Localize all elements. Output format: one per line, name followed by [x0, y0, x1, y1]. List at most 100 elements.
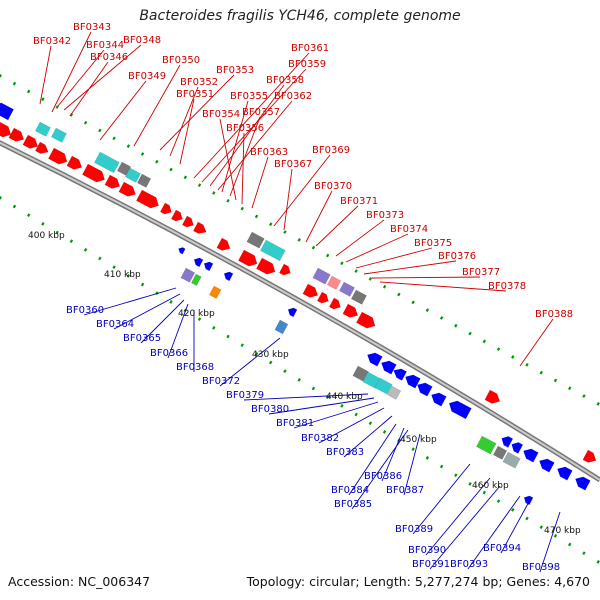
- reverse-gene-label[interactable]: BF0384: [331, 485, 369, 496]
- forward-gene-label[interactable]: BF0369: [312, 145, 350, 156]
- forward-gene-label[interactable]: BF0356: [226, 123, 264, 134]
- reverse-gene-label[interactable]: BF0360: [66, 305, 104, 316]
- forward-gene-label[interactable]: BF0378: [488, 281, 526, 292]
- inner-tick: [582, 551, 586, 556]
- reverse-gene-label[interactable]: BF0389: [395, 524, 433, 535]
- forward-gene-label[interactable]: BF0376: [438, 251, 476, 262]
- outer-tick: [568, 386, 572, 391]
- gene-arrow: [501, 436, 514, 448]
- reverse-gene-label[interactable]: BF0366: [150, 348, 188, 359]
- gene-arrow: [48, 147, 68, 165]
- outer-tick: [596, 402, 600, 406]
- reverse-gene-label[interactable]: BF0391: [412, 559, 450, 570]
- genome-summary: Topology: circular; Length: 5,277,274 bp…: [246, 574, 590, 589]
- forward-gene-label[interactable]: BF0373: [366, 210, 404, 221]
- inner-tick: [311, 386, 316, 391]
- outer-tick: [283, 230, 287, 234]
- outer-tick: [240, 206, 244, 211]
- outer-tick: [454, 323, 458, 328]
- tick-label: 420 kbp: [178, 309, 215, 319]
- gene-arrow: [22, 134, 39, 149]
- forward-gene-label[interactable]: BF0351: [176, 89, 214, 100]
- inner-tick: [226, 334, 230, 339]
- forward-gene-label[interactable]: BF0370: [314, 181, 352, 192]
- forward-gene-label[interactable]: BF0344: [86, 40, 124, 51]
- forward-gene-label[interactable]: BF0362: [274, 91, 312, 102]
- tick-marks: [0, 74, 600, 564]
- reverse-gene-label[interactable]: BF0383: [326, 447, 364, 458]
- reverse-gene-label[interactable]: BF0380: [251, 404, 289, 415]
- outer-tick: [411, 300, 415, 305]
- inner-tick: [425, 456, 430, 460]
- gene-arrow: [278, 263, 291, 276]
- gene-arrow: [386, 385, 402, 400]
- reverse-gene-label[interactable]: BF0393: [450, 559, 488, 570]
- forward-gene-label[interactable]: BF0375: [414, 238, 452, 249]
- reverse-gene-label[interactable]: BF0368: [176, 362, 214, 373]
- reverse-gene-label[interactable]: BF0398: [522, 562, 560, 573]
- inner-tick: [340, 404, 344, 408]
- gene-arrow: [484, 389, 501, 404]
- forward-gene-leader-line: [221, 100, 249, 193]
- reverse-gene-label[interactable]: BF0394: [483, 543, 521, 554]
- forward-gene-label[interactable]: BF0353: [216, 65, 254, 76]
- reverse-gene-label[interactable]: BF0364: [96, 319, 134, 330]
- reverse-gene-label[interactable]: BF0382: [301, 433, 339, 444]
- forward-gene-label[interactable]: BF0359: [288, 59, 326, 70]
- gene-arrow: [492, 445, 508, 460]
- outer-tick: [197, 183, 202, 188]
- forward-gene-label[interactable]: BF0342: [33, 36, 71, 47]
- reverse-gene-label[interactable]: BF0385: [334, 499, 372, 510]
- forward-gene-label[interactable]: BF0352: [180, 77, 218, 88]
- gene-arrow: [159, 202, 172, 215]
- forward-gene-label[interactable]: BF0371: [340, 196, 378, 207]
- reverse-gene-label[interactable]: BF0365: [123, 333, 161, 344]
- gene-arrow: [66, 155, 83, 170]
- gene-arrow: [203, 261, 214, 272]
- gene-arrow: [8, 127, 25, 142]
- forward-gene-label[interactable]: BF0388: [535, 309, 573, 320]
- forward-gene-label[interactable]: BF0367: [274, 159, 312, 170]
- inner-tick: [41, 222, 45, 226]
- gene-arrow: [94, 151, 120, 174]
- forward-gene-label[interactable]: BF0349: [128, 71, 166, 82]
- forward-gene-label[interactable]: BF0358: [266, 75, 304, 86]
- reverse-gene-label[interactable]: BF0372: [202, 376, 240, 387]
- reverse-gene-label[interactable]: BF0386: [364, 471, 402, 482]
- reverse-gene-leader-line: [219, 337, 281, 387]
- gene-arrow: [316, 291, 329, 304]
- forward-gene-label[interactable]: BF0377: [462, 267, 500, 278]
- forward-gene-label[interactable]: BF0355: [230, 91, 268, 102]
- outer-tick: [83, 120, 88, 125]
- inner-tick: [12, 204, 17, 209]
- forward-gene-label[interactable]: BF0354: [202, 109, 240, 120]
- reverse-gene-label[interactable]: BF0381: [276, 418, 314, 429]
- gene-arrow: [523, 495, 534, 506]
- outer-tick: [425, 308, 430, 312]
- reverse-gene-label[interactable]: BF0379: [226, 390, 264, 401]
- gene-arrow: [50, 127, 67, 143]
- gene-arrow: [192, 221, 207, 234]
- forward-gene-leader-line: [159, 74, 235, 151]
- gene-arrow: [178, 247, 186, 255]
- forward-gene-label[interactable]: BF0361: [291, 43, 329, 54]
- reverse-gene-label[interactable]: BF0390: [408, 545, 446, 556]
- gene-arrow: [342, 303, 359, 318]
- tick-label: 450 kbp: [400, 435, 437, 445]
- forward-gene-label[interactable]: BF0350: [162, 55, 200, 66]
- forward-gene-label[interactable]: BF0348: [123, 35, 161, 46]
- forward-gene-label[interactable]: BF0374: [390, 224, 428, 235]
- inner-tick: [468, 482, 472, 486]
- forward-gene-label[interactable]: BF0346: [90, 52, 128, 63]
- gene-arrow: [431, 392, 447, 407]
- reverse-gene-label[interactable]: BF0387: [386, 485, 424, 496]
- forward-gene-label[interactable]: BF0363: [250, 147, 288, 158]
- gene-arrow: [190, 273, 202, 286]
- outer-tick: [169, 167, 173, 172]
- reverse-gene-leader-line: [539, 511, 561, 573]
- inner-tick: [368, 421, 373, 426]
- forward-gene-label[interactable]: BF0357: [242, 107, 280, 118]
- forward-gene-label[interactable]: BF0343: [73, 22, 111, 33]
- outer-tick: [482, 339, 487, 344]
- forward-gene-leader-line: [315, 205, 359, 247]
